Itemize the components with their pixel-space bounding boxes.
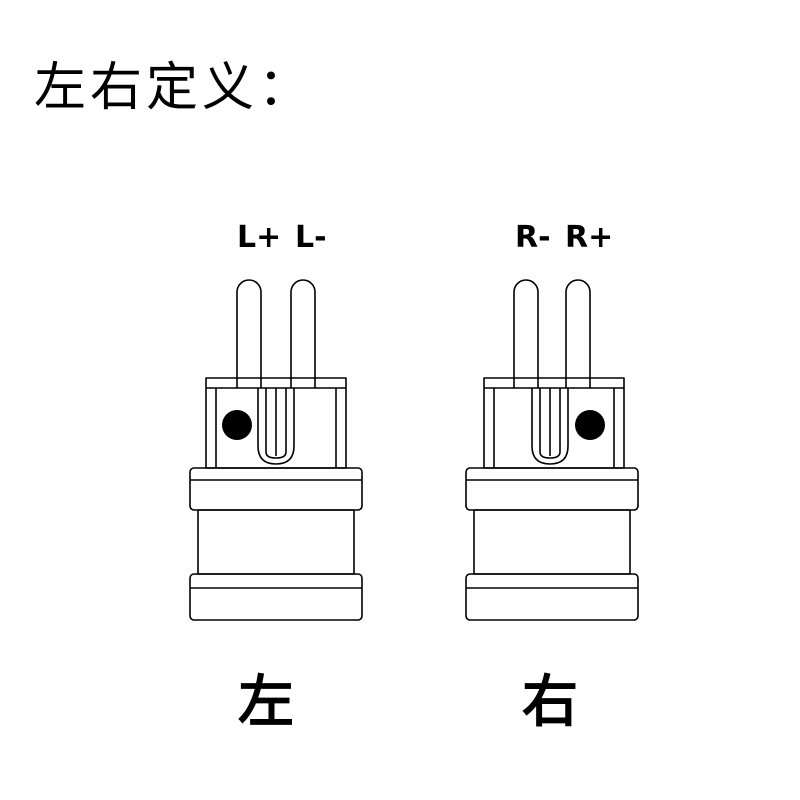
right-pin-plus xyxy=(565,279,591,388)
right-connector xyxy=(465,279,639,621)
right-pin-label-2: R+ xyxy=(565,220,614,255)
left-pin-minus xyxy=(290,279,316,388)
right-body xyxy=(465,467,639,621)
left-connector xyxy=(189,279,363,621)
right-side-label: 右 xyxy=(522,670,578,735)
left-pin-label-1: L+ xyxy=(237,220,282,255)
right-pin-label-1: R- xyxy=(515,220,551,255)
left-body xyxy=(189,467,363,621)
page-title: 左右定义： xyxy=(34,58,315,118)
left-pin-plus xyxy=(236,279,262,388)
left-indicator-dot xyxy=(222,410,252,440)
left-pin-label-2: L- xyxy=(295,220,327,255)
right-indicator-dot xyxy=(575,410,605,440)
right-housing xyxy=(483,377,625,469)
left-side-label: 左 xyxy=(238,670,294,735)
right-pin-minus xyxy=(513,279,539,388)
